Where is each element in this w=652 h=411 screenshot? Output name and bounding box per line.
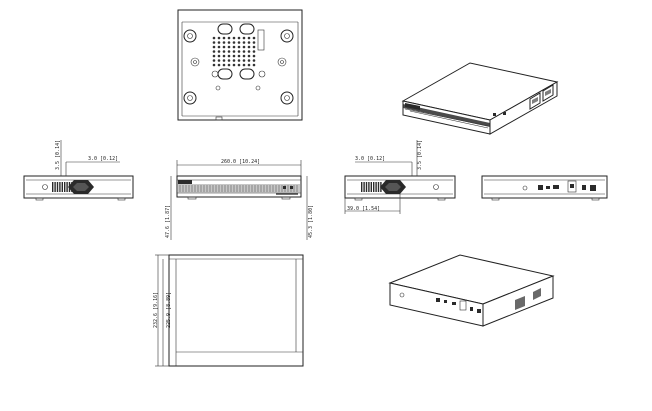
rubber-foot <box>183 91 197 105</box>
top-view: 232.6 [9.16] 225.9 [8.89] <box>153 254 304 367</box>
isometric-front-view <box>401 62 559 135</box>
rear-view <box>481 175 608 201</box>
vent-grid <box>212 36 256 67</box>
front-view: 260.0 [10.24] 47.6 [1.87] 45.3 [1.80] <box>165 159 314 240</box>
dim-offset-label: 3.0 [0.12] <box>355 156 385 162</box>
dim-inner-label: 225.9 [8.89] <box>166 292 172 328</box>
rubber-foot <box>183 29 197 43</box>
rubber-foot <box>280 29 294 43</box>
dim-width-label: 260.0 [10.24] <box>221 159 260 165</box>
dim-offset-label: 3.0 [0.12] <box>88 156 118 162</box>
dim-height-right-label: 45.3 [1.80] <box>308 205 314 238</box>
dim-depth-label: 39.0 [1.54] <box>347 206 380 212</box>
dim-height-left-label: 47.6 [1.87] <box>165 205 171 238</box>
left-side-view: 3.0 [0.12] 3.5 [0.14] <box>23 140 134 201</box>
bottom-view <box>177 9 303 121</box>
isometric-rear-view <box>388 254 555 327</box>
dim-height-small-label: 3.5 [0.14] <box>55 140 61 170</box>
dim-height-small-label: 3.5 [0.14] <box>417 140 423 170</box>
rubber-foot <box>280 91 294 105</box>
right-side-view: 3.0 [0.12] 3.5 [0.14] 39.0 [1.54] <box>344 140 456 214</box>
dim-outer-label: 232.6 [9.16] <box>153 292 159 328</box>
